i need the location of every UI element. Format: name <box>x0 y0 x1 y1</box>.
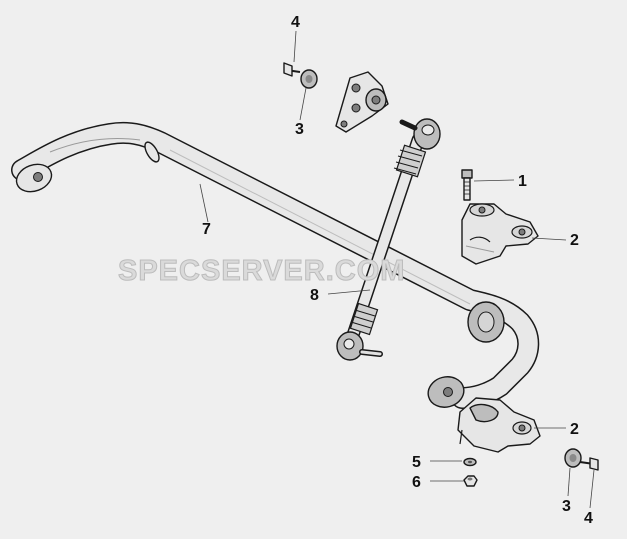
bolt-part-1 <box>461 169 473 201</box>
callout-5: 5 <box>412 454 421 471</box>
leader-lines <box>199 30 595 509</box>
upper-bolt-and-nut <box>283 62 318 89</box>
callout-3-bottom: 3 <box>562 498 571 515</box>
callout-2-top: 2 <box>570 232 579 249</box>
callout-4-bottom: 4 <box>584 510 593 527</box>
callout-8: 8 <box>310 287 319 304</box>
callout-4-top: 4 <box>291 14 300 31</box>
stabilizer-bar <box>11 121 540 409</box>
lower-nut-and-pin <box>564 448 599 471</box>
callout-1: 1 <box>518 173 527 190</box>
upper-link-bracket <box>335 71 389 133</box>
callout-2-bottom: 2 <box>570 421 579 438</box>
link-rod <box>336 118 441 361</box>
callout-7: 7 <box>202 221 211 238</box>
washer-and-nut <box>463 457 478 487</box>
callout-3-top: 3 <box>295 121 304 138</box>
lower-clamp-bracket <box>457 397 541 453</box>
upper-clamp-bracket <box>461 203 539 265</box>
watermark-text: SPECSERVER.COM <box>118 255 405 287</box>
callout-6: 6 <box>412 474 421 491</box>
